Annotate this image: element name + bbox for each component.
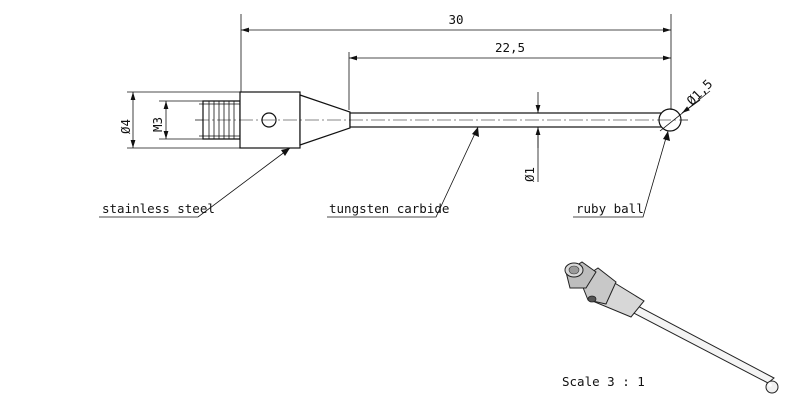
label-tungsten-carbide: tungsten carbide <box>329 201 449 216</box>
dimension-22-5-text: 22,5 <box>495 40 525 55</box>
dimension-thread: M3 <box>150 100 203 140</box>
label-stainless-steel: stainless steel <box>102 201 215 216</box>
dimension-ball-text: Ø1,5 <box>684 76 716 108</box>
isometric-view <box>564 261 779 394</box>
dimension-30-text: 30 <box>448 12 463 27</box>
scale-text: Scale 3 : 1 <box>562 374 645 389</box>
dimension-stem-diameter: Ø1 <box>522 92 541 182</box>
dimension-body-text: Ø4 <box>118 119 133 134</box>
taper-section <box>299 94 351 146</box>
leader-stainless-steel: stainless steel <box>99 147 291 218</box>
dimension-stylus-length: 22,5 <box>348 40 671 110</box>
dimension-stem-text: Ø1 <box>522 167 537 182</box>
dimension-overall-length: 30 <box>240 12 672 110</box>
leader-tungsten-carbide: tungsten carbide <box>327 126 479 218</box>
dimension-body-diameter: Ø4 <box>118 91 240 149</box>
leader-ruby-ball: ruby ball <box>573 130 670 218</box>
dimension-thread-text: M3 <box>150 117 165 132</box>
label-ruby-ball: ruby ball <box>576 201 644 216</box>
